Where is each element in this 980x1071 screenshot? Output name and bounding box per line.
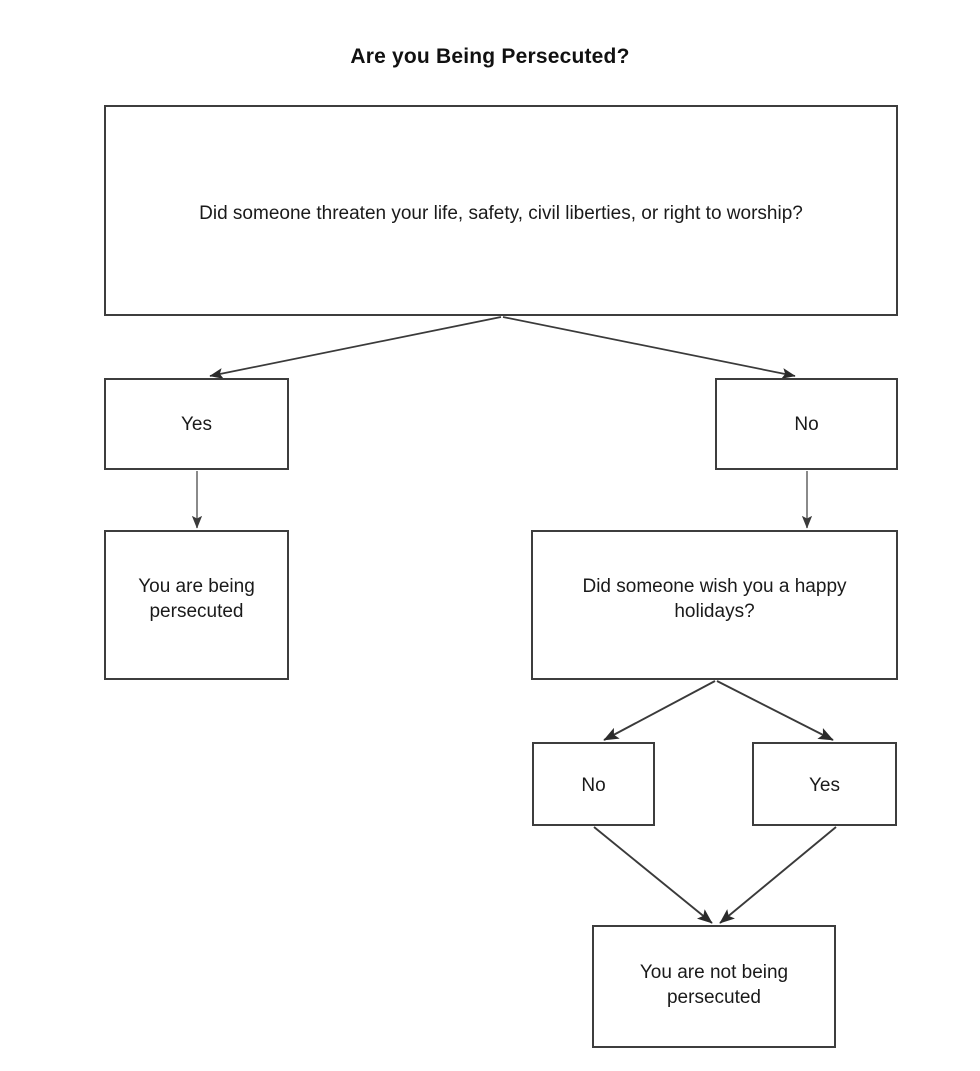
node-answer-no-holidays[interactable]: No [532,742,655,826]
edge-q1-to-yes1 [209,316,502,379]
edge-q2-to-no2 [603,680,716,741]
node-label: No [581,775,606,796]
node-question-happy-holidays[interactable]: Did someone wish you a happy holidays? [531,530,898,680]
node-label: You are not being persecuted [639,962,789,1009]
page-title: Are you Being Persecuted? [350,45,630,68]
node-question-threat[interactable]: Did someone threaten your life, safety, … [104,105,898,316]
node-answer-no-threat[interactable]: No [715,378,898,470]
node-label: Yes [809,775,840,796]
node-answer-yes-threat[interactable]: Yes [104,378,289,470]
node-label: Did someone threaten your life, safety, … [199,203,803,224]
edge-no2-to-not-persecuted [593,826,713,924]
node-outcome-not-persecuted[interactable]: You are not being persecuted [592,925,836,1048]
edge-yes2-to-not-persecuted [719,826,837,924]
node-label: You are being persecuted [138,576,255,623]
node-outcome-persecuted[interactable]: You are being persecuted [104,530,289,680]
node-label: Did someone wish you a happy holidays? [582,576,847,623]
edge-q1-to-no1 [502,316,796,379]
edge-q2-to-yes2 [716,680,834,741]
node-answer-yes-holidays[interactable]: Yes [752,742,897,826]
node-label: No [794,414,819,435]
node-label: Yes [181,414,212,435]
